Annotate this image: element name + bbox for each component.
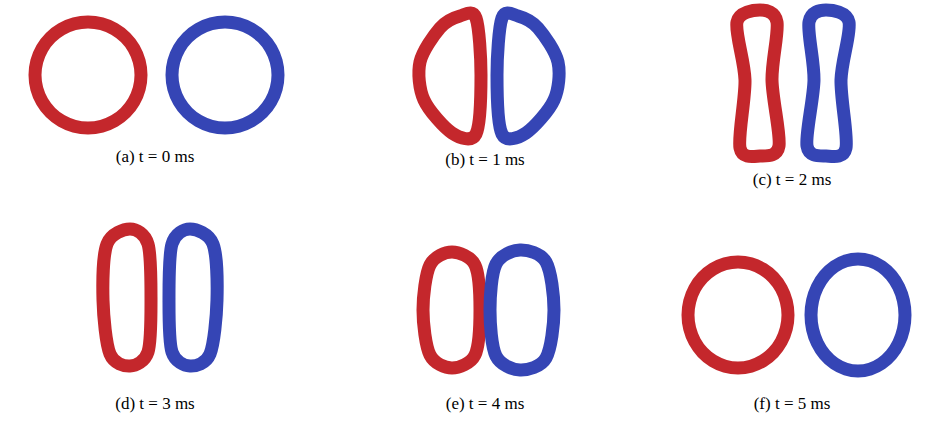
elastic-ring	[419, 13, 481, 139]
panel-caption: (a) t = 0 ms	[116, 147, 195, 167]
elastic-ring	[423, 252, 480, 368]
elastic-ring	[35, 22, 141, 128]
elastic-ring	[172, 22, 278, 128]
panel-caption: (b) t = 1 ms	[445, 150, 524, 170]
elastic-ring	[737, 10, 780, 157]
elastic-ring	[490, 250, 554, 370]
elastic-ring	[169, 229, 217, 366]
panel-caption: (c) t = 2 ms	[753, 170, 832, 190]
panel-caption: (f) t = 5 ms	[754, 394, 831, 414]
elastic-ring	[811, 259, 905, 371]
elastic-ring	[103, 229, 151, 366]
panel-caption: (d) t = 3 ms	[115, 394, 194, 414]
elastic-ring	[807, 10, 850, 157]
elastic-ring	[497, 13, 559, 139]
elastic-ring	[688, 262, 788, 368]
panel-caption: (e) t = 4 ms	[446, 394, 525, 414]
